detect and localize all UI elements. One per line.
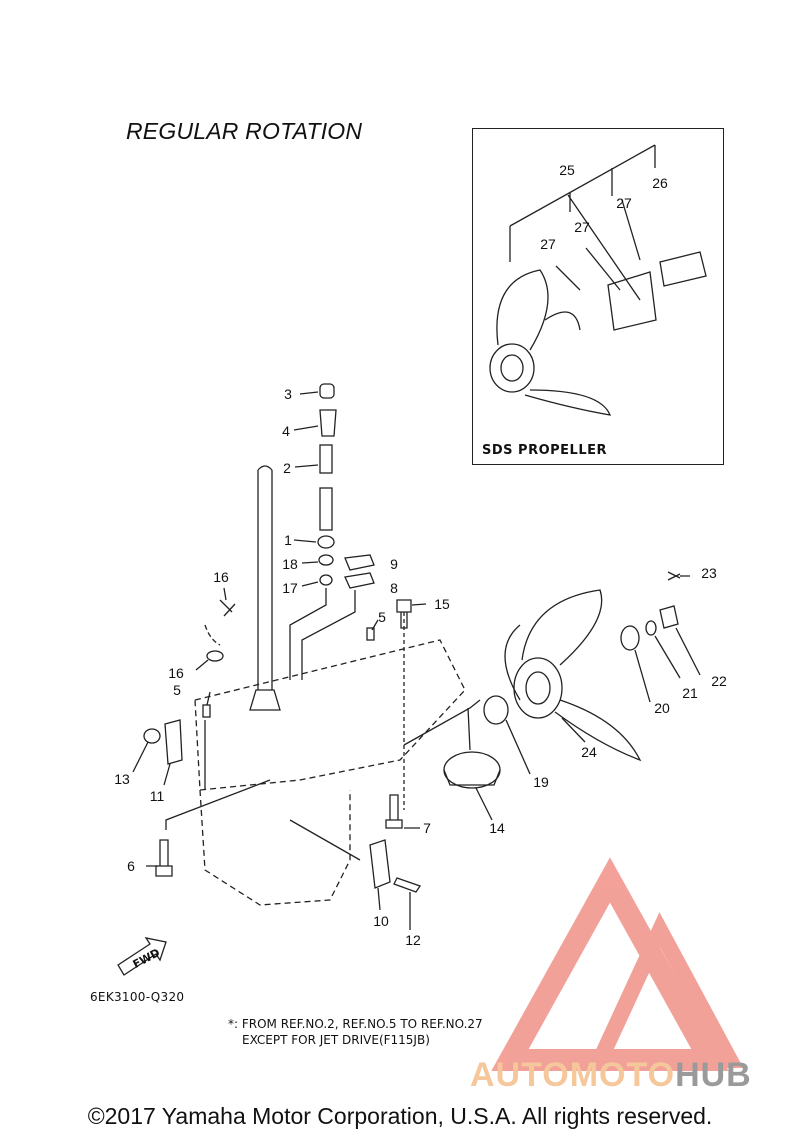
callout-25: 25	[559, 162, 575, 178]
callout-12: 12	[405, 932, 421, 948]
watermark-part-2: HUB	[675, 1056, 752, 1094]
callout-4: 4	[282, 423, 290, 439]
callout-21: 21	[682, 685, 698, 701]
watermark-logo	[491, 857, 744, 1071]
callout-13: 13	[114, 771, 130, 787]
drawing-lines	[117, 383, 701, 976]
callout-15: 15	[434, 596, 450, 612]
watermark-text: AUTOMOTOHUB	[470, 1056, 752, 1095]
sds-propeller-inset	[472, 128, 724, 465]
callout-9: 9	[390, 556, 398, 572]
callout-7: 7	[423, 820, 431, 836]
callout-16: 16	[168, 665, 184, 681]
watermark-part-1: AUTOMOTO	[470, 1056, 676, 1094]
callout-26: 26	[652, 175, 668, 191]
callout-5: 5	[378, 609, 386, 625]
callout-8: 8	[390, 580, 398, 596]
callout-5: 5	[173, 682, 181, 698]
callout-24: 24	[581, 744, 597, 760]
footnote: *: FROM REF.NO.2, REF.NO.5 TO REF.NO.27 …	[228, 1016, 483, 1048]
callout-22: 22	[711, 673, 727, 689]
callout-11: 11	[149, 788, 165, 804]
callout-1: 1	[284, 532, 292, 548]
diagram-code: 6EK3100-Q320	[90, 990, 185, 1004]
callout-3: 3	[284, 386, 292, 402]
callout-14: 14	[489, 820, 505, 836]
footnote-line-2: EXCEPT FOR JET DRIVE(F115JB)	[242, 1033, 430, 1047]
diagram-title: REGULAR ROTATION	[126, 118, 363, 144]
callout-17: 17	[282, 580, 298, 596]
callout-19: 19	[533, 774, 549, 790]
callout-10: 10	[373, 913, 389, 929]
callout-20: 20	[654, 700, 670, 716]
callout-2: 2	[283, 460, 291, 476]
callout-23: 23	[701, 565, 717, 581]
inset-label: SDS PROPELLER	[482, 443, 607, 458]
callout-27: 27	[574, 219, 590, 235]
callout-27: 27	[540, 236, 556, 252]
footnote-line-1: *: FROM REF.NO.2, REF.NO.5 TO REF.NO.27	[228, 1017, 483, 1031]
callout-16: 16	[213, 569, 229, 585]
callout-6: 6	[127, 858, 135, 874]
callout-27: 27	[616, 195, 632, 211]
callout-18: 18	[282, 556, 298, 572]
sds-propeller-drawing	[489, 144, 707, 416]
copyright-notice: ©2017 Yamaha Motor Corporation, U.S.A. A…	[87, 1103, 713, 1129]
